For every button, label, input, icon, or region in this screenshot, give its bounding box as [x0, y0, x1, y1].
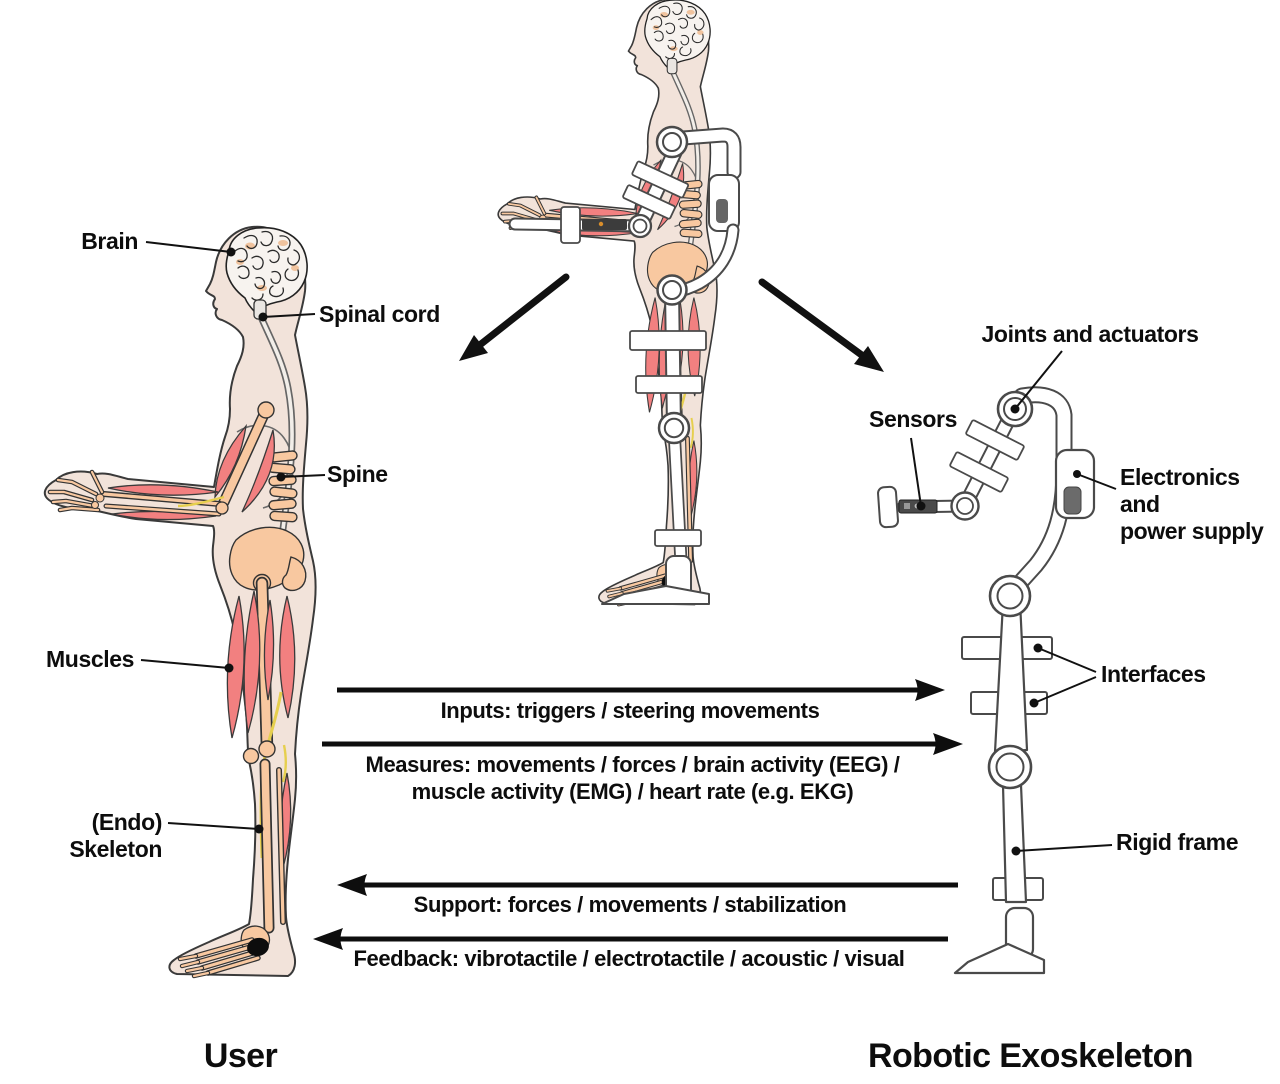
interfaces-label: Interfaces [1101, 661, 1206, 687]
flow-arrows [313, 679, 963, 950]
feedback-flow-label: Feedback: vibrotactile / electrotactile … [353, 946, 905, 971]
support-flow-label: Support: forces / movements / stabilizat… [413, 892, 847, 917]
diagonal-arrows [459, 273, 884, 372]
sensors-label: Sensors [869, 406, 957, 432]
combined-knee-joint [657, 411, 691, 445]
combined-figure [498, 0, 742, 605]
inputs-flow-label: Inputs: triggers / steering movements [440, 698, 820, 723]
combined-elbow-joint [627, 213, 653, 239]
arrow-to-exoskeleton [758, 278, 867, 360]
arrow-to-user [477, 273, 570, 348]
exoskeleton-title: Robotic Exoskeleton [868, 1037, 1193, 1075]
joints-actuators-label: Joints and actuators [981, 321, 1199, 347]
exo-knee-joint [987, 744, 1033, 790]
exo-hip-joint [988, 574, 1032, 618]
combined-hip-joint [656, 274, 688, 306]
exo-foot-plate [953, 942, 1046, 975]
leader-lines [140, 241, 1117, 856]
muscles-label: Muscles [46, 646, 134, 672]
combined-exoskeleton-overlay [508, 125, 742, 605]
combined-shoulder-joint [655, 125, 689, 159]
user-figure [45, 227, 316, 976]
exo-hand-grip [877, 485, 899, 529]
brain-label: Brain [81, 228, 138, 254]
measures-flow-label: Measures: movements / forces / brain act… [365, 752, 900, 804]
endo-skeleton-label: (Endo) Skeleton [69, 809, 162, 862]
spinal-cord-label: Spinal cord [319, 301, 440, 327]
spine-label: Spine [327, 461, 388, 487]
exoskeleton-figure [877, 386, 1096, 975]
user-title: User [203, 1037, 278, 1075]
electronics-label: Electronics and power supply [1120, 464, 1264, 544]
exo-elbow-joint [950, 491, 980, 521]
rigid-frame-label: Rigid frame [1116, 829, 1239, 855]
